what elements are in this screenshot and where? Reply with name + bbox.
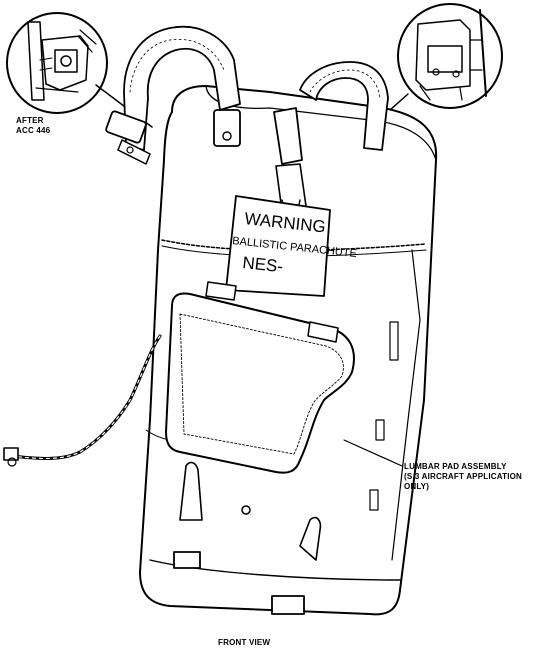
placard-nes-text: NES- [242, 253, 284, 276]
inset-detail-left [6, 12, 153, 128]
lumbar-pad [165, 281, 403, 474]
after-label-line1: AFTER [16, 116, 44, 125]
lower-hardware [149, 321, 401, 615]
figure-caption: FRONT VIEW [218, 638, 271, 647]
lumbar-label-line2: (S 3 AIRCRAFT APPLICATION [404, 472, 523, 481]
warning-placard: WARNING BALLISTIC PARACHUTE NES- [225, 195, 357, 297]
ripcord-cable [3, 334, 162, 467]
lumbar-label-line1: LUMBAR PAD ASSEMBLY [404, 462, 507, 471]
after-acc446-label: AFTER ACC 446 [16, 116, 50, 136]
lumbar-pad-label: LUMBAR PAD ASSEMBLY (S 3 AIRCRAFT APPLIC… [404, 462, 522, 492]
after-label-line2: ACC 446 [16, 126, 51, 135]
lumbar-label-line3: ONLY) [404, 482, 430, 491]
